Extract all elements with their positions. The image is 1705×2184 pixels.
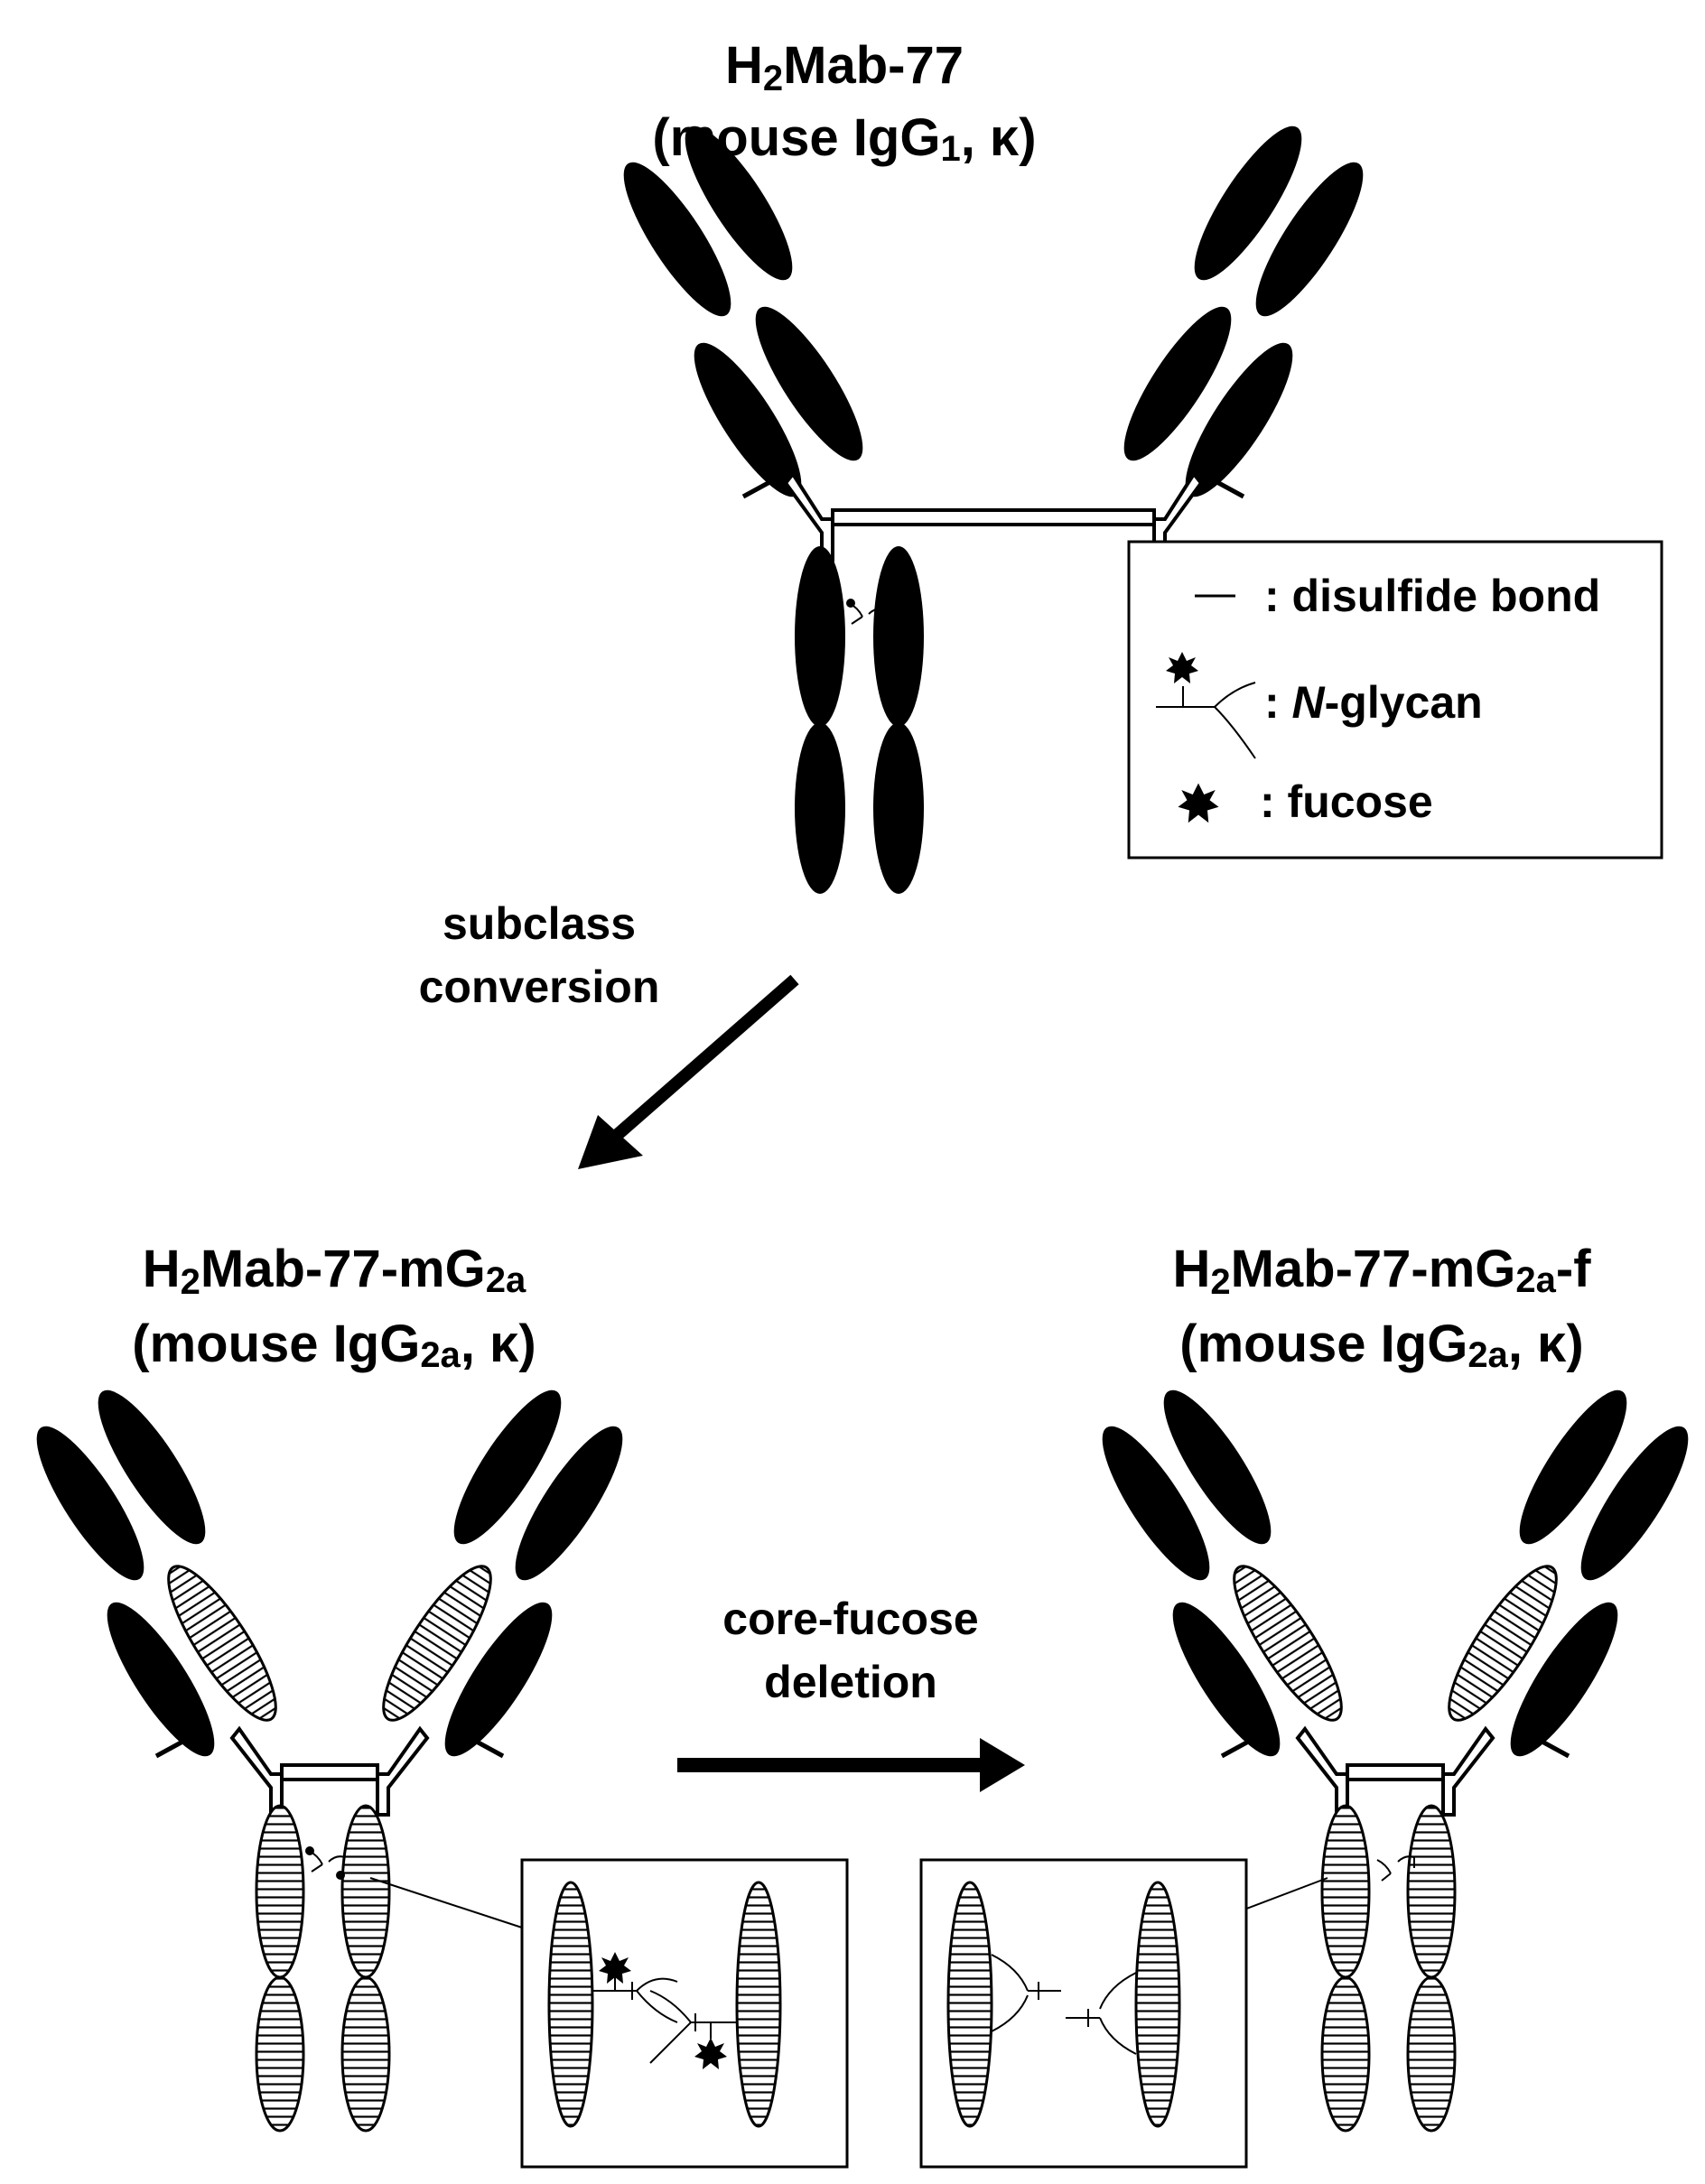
title-igg1: H2Mab-77 (mouse IgG1, κ) xyxy=(652,36,1036,169)
fc-region xyxy=(255,1804,523,2133)
antibody-igg2a-f xyxy=(1102,1389,1689,2133)
antibody-igg1 xyxy=(623,125,1364,894)
antibody-isotype: (mouse IgG2a, κ) xyxy=(132,1315,536,1375)
antibody-isotype: (mouse IgG1, κ) xyxy=(652,108,1036,169)
antibody-name: H2Mab-77 xyxy=(725,36,964,98)
n-glycan xyxy=(1376,1855,1415,1882)
arrow-subclass-conversion xyxy=(578,974,799,1169)
fab-arm-left xyxy=(36,1389,277,1759)
fab-arm-right xyxy=(1123,125,1364,499)
step-line-1: core-fucose xyxy=(722,1594,978,1644)
antibody-name: H2Mab-77-mG2a xyxy=(143,1240,526,1302)
svg-text:: disulfide bond: : disulfide bond xyxy=(1264,571,1600,621)
antibody-isotype: (mouse IgG2a, κ) xyxy=(1179,1315,1583,1375)
legend-nglycan: : N-glycan xyxy=(1156,652,1483,759)
fab-arm-left xyxy=(1102,1389,1343,1759)
arrow-core-fucose-deletion xyxy=(677,1738,1025,1792)
antibody-igg2a xyxy=(36,1389,623,2133)
step-line-2: conversion xyxy=(419,962,660,1012)
n-glycan xyxy=(846,599,886,632)
fc-region xyxy=(1196,1804,1457,2133)
hinge xyxy=(1295,1725,1495,1817)
legend-disulfide: : disulfide bond xyxy=(1195,571,1600,621)
title-igg2a-f: H2Mab-77-mG2a-f (mouse IgG2a, κ) xyxy=(1172,1240,1591,1375)
inset-fucosylated xyxy=(520,1858,849,2169)
fab-arm-right xyxy=(382,1389,623,1759)
title-igg2a: H2Mab-77-mG2a (mouse IgG2a, κ) xyxy=(132,1240,536,1375)
legend-fucose: : fucose xyxy=(1178,776,1433,827)
n-glycan-icon xyxy=(1156,682,1256,759)
step-label-subclass: subclass conversion xyxy=(419,898,660,1012)
svg-text:: N-glycan: : N-glycan xyxy=(1264,677,1483,728)
hinge xyxy=(229,1725,430,1817)
fab-arm-right xyxy=(1448,1389,1689,1759)
hinge xyxy=(783,470,1204,562)
legend: : disulfide bond : N-glycan : fucose xyxy=(1127,540,1663,860)
svg-text:: fucose: : fucose xyxy=(1260,776,1433,827)
step-line-2: deletion xyxy=(764,1657,937,1707)
inset-afucosylated xyxy=(919,1858,1248,2169)
step-label-fucose: core-fucose deletion xyxy=(722,1594,978,1707)
antibody-name: H2Mab-77-mG2a-f xyxy=(1172,1240,1591,1302)
fc-region xyxy=(795,546,924,894)
n-glycan xyxy=(305,1846,346,1880)
fab-arm-left xyxy=(623,125,863,499)
step-line-1: subclass xyxy=(443,898,636,949)
